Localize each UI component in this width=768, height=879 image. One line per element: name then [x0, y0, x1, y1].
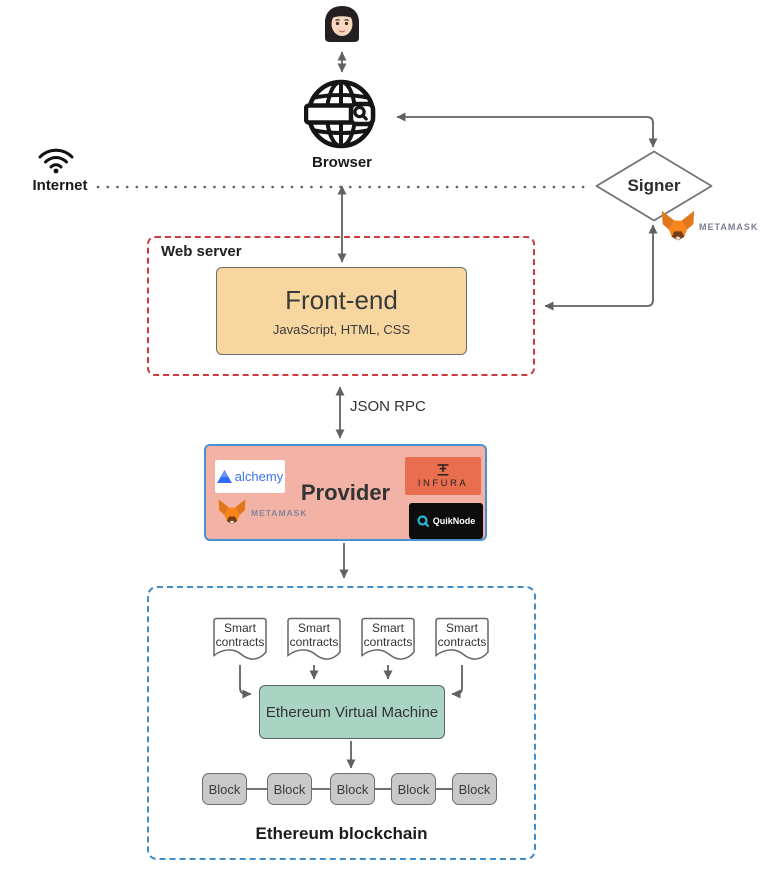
metamask-signer-label: METAMASK [699, 222, 759, 232]
front-end-subtitle: JavaScript, HTML, CSS [272, 322, 411, 337]
arrow-signer-frontend [544, 224, 658, 311]
provider-box: alchemy INFURA Provider METAMASK [204, 444, 487, 541]
user-icon [320, 5, 364, 45]
metamask-provider-icon [217, 498, 247, 526]
quiknode-label: QuikNode [432, 516, 476, 526]
quiknode-mark-icon [417, 515, 429, 527]
infura-label: INFURA [417, 477, 469, 489]
evm-box: Ethereum Virtual Machine [259, 685, 445, 739]
alchemy-logo: alchemy [215, 460, 285, 493]
smart-contract-label: Smart contracts [289, 621, 339, 650]
infura-logo: INFURA [405, 457, 481, 495]
json-rpc-label: JSON RPC [350, 398, 426, 415]
smart-contract-node: Smart contracts [286, 617, 342, 664]
smart-contract-label: Smart contracts [215, 621, 265, 650]
provider-label: Provider [300, 480, 391, 505]
alchemy-mark-icon [216, 470, 232, 483]
block-node: Block [330, 773, 375, 805]
arrow-signer-browser [396, 112, 658, 148]
smart-contract-label: Smart contracts [437, 621, 487, 650]
quiknode-logo: QuikNode [409, 503, 483, 539]
alchemy-label: alchemy [234, 469, 284, 484]
smart-contract-node: Smart contracts [212, 617, 268, 664]
front-end-title: Front-end [285, 285, 398, 315]
blockchain-box [147, 586, 536, 860]
internet-label: Internet [32, 177, 88, 194]
smart-contract-label: Smart contracts [363, 621, 413, 650]
block-node: Block [202, 773, 247, 805]
front-end-box: Front-end JavaScript, HTML, CSS [216, 267, 467, 355]
blockchain-label: Ethereum blockchain [255, 824, 428, 843]
signer-diamond: Signer [595, 150, 713, 222]
block-node: Block [452, 773, 497, 805]
web-server-label: Web server [161, 243, 242, 260]
metamask-fox-icon [660, 209, 696, 243]
metamask-provider-label: METAMASK [251, 508, 308, 518]
browser-label: Browser [311, 154, 373, 171]
wifi-icon [38, 146, 74, 174]
smart-contract-node: Smart contracts [360, 617, 416, 664]
browser-icon [304, 77, 378, 151]
block-node: Block [267, 773, 312, 805]
smart-contract-node: Smart contracts [434, 617, 490, 664]
signer-label: Signer [627, 176, 681, 195]
block-node: Block [391, 773, 436, 805]
infura-mark-icon [437, 463, 449, 476]
